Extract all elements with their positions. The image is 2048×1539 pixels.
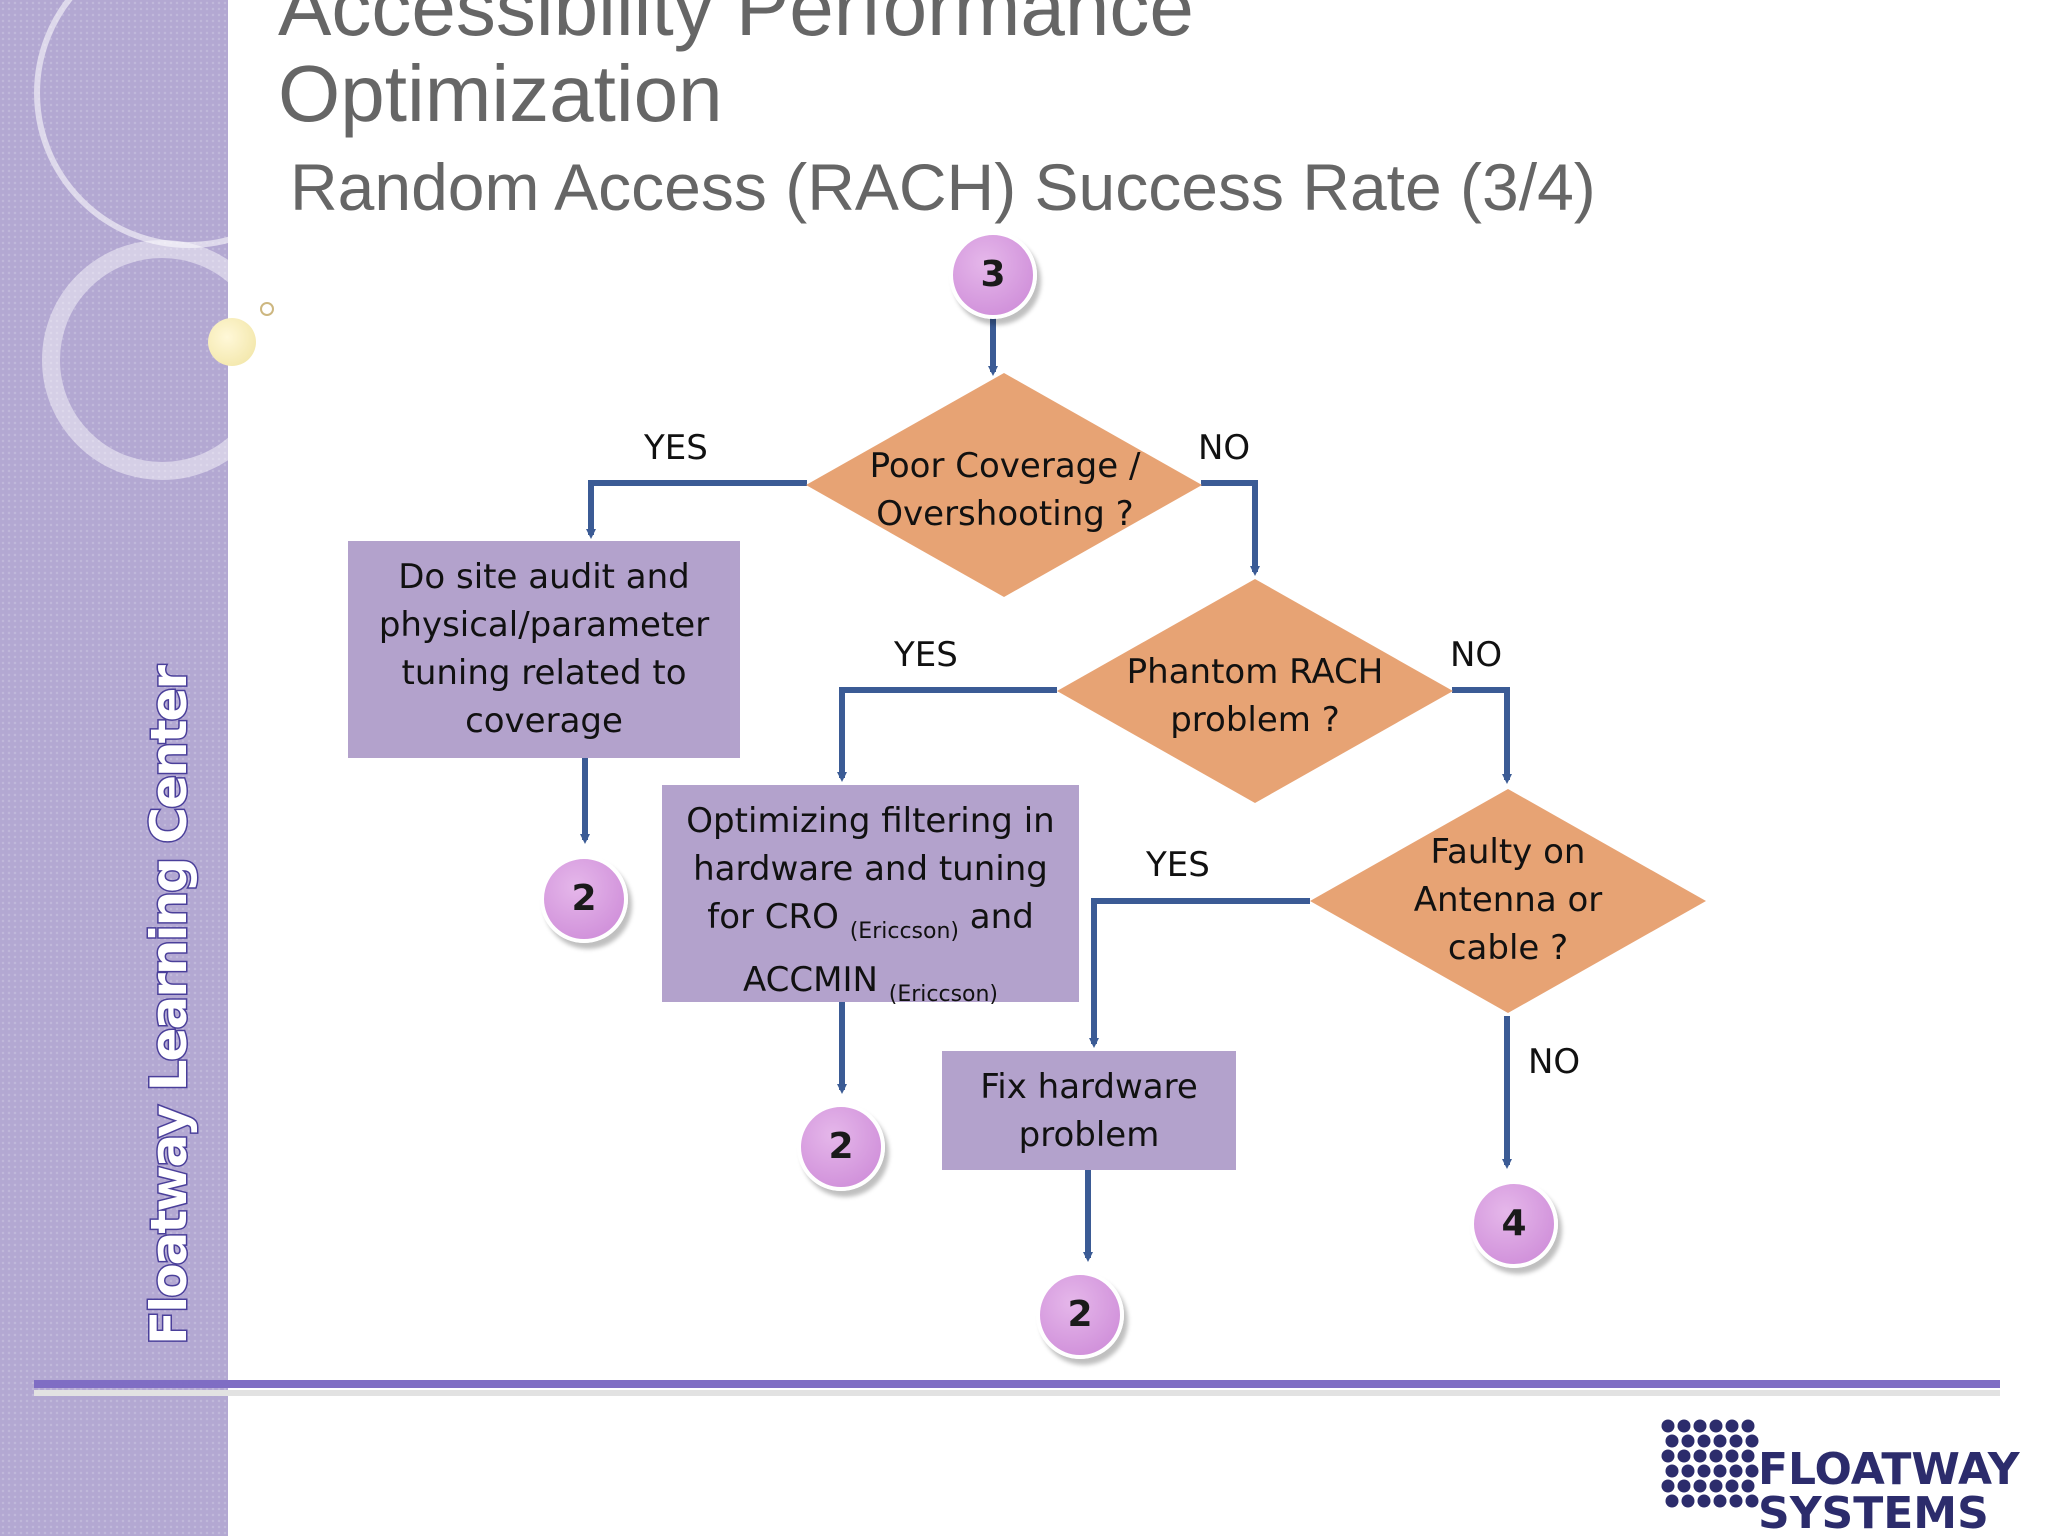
connector-start-3: 3 bbox=[949, 231, 1037, 319]
arrow-decision1-yes bbox=[586, 480, 807, 539]
decision-antenna-text: Faulty on Antenna or cable ? bbox=[1413, 832, 1603, 968]
connector-end-2: 2 bbox=[1036, 1271, 1124, 1359]
connector-end-4: 4 bbox=[1470, 1180, 1558, 1268]
footer-divider-shadow bbox=[34, 1390, 2000, 1396]
decision-coverage-text: Poor Coverage / Overshooting ? bbox=[869, 446, 1141, 534]
decision-diamond-phantom-rach bbox=[1057, 579, 1453, 803]
connector-end-2: 2 bbox=[540, 855, 628, 943]
action-fix-hardware-text: Fix hardware problem bbox=[980, 1067, 1198, 1155]
decorative-dot bbox=[208, 318, 256, 366]
arrow-decision1-no bbox=[1201, 480, 1260, 576]
slide-title-line2: Optimization bbox=[278, 49, 723, 138]
slide-title-line1: Accessibility Performance bbox=[278, 0, 1194, 52]
label-yes: YES bbox=[644, 428, 708, 468]
label-yes: YES bbox=[894, 635, 958, 675]
slide-subtitle: Random Access (RACH) Success Rate (3/4) bbox=[290, 150, 1596, 224]
arrow-decision3-yes bbox=[1089, 898, 1310, 1048]
action-site-audit-box bbox=[348, 541, 740, 758]
arrow-decision2-no bbox=[1452, 687, 1512, 784]
title-backdrop bbox=[232, 0, 792, 148]
action-optimize-filtering-box bbox=[662, 785, 1079, 1002]
floatway-logo-icon bbox=[1661, 1419, 1759, 1508]
label-yes: YES bbox=[1146, 845, 1210, 885]
decision-diamond-antenna bbox=[1310, 789, 1706, 1013]
logo-text-floatway: FLOATWAY bbox=[1758, 1444, 2020, 1495]
connector-end-2: 2 bbox=[797, 1103, 885, 1191]
decision-phantom-rach-text: Phantom RACH problem ? bbox=[1126, 652, 1384, 740]
logo-text-systems: SYSTEMS bbox=[1758, 1488, 1989, 1539]
label-no: NO bbox=[1450, 635, 1503, 675]
label-no: NO bbox=[1528, 1042, 1581, 1082]
action-site-audit-text: Do site audit and physical/parameter tun… bbox=[378, 557, 710, 741]
action-optimize-filtering-text: Optimizing filtering in hardware and tun… bbox=[686, 801, 1055, 1007]
footer-divider bbox=[34, 1380, 2000, 1388]
decorative-dot bbox=[260, 302, 274, 316]
arrow-decision2-yes bbox=[837, 687, 1057, 782]
action-fix-hardware-box bbox=[942, 1051, 1236, 1170]
label-no: NO bbox=[1198, 428, 1251, 468]
decision-diamond-coverage bbox=[806, 373, 1202, 597]
